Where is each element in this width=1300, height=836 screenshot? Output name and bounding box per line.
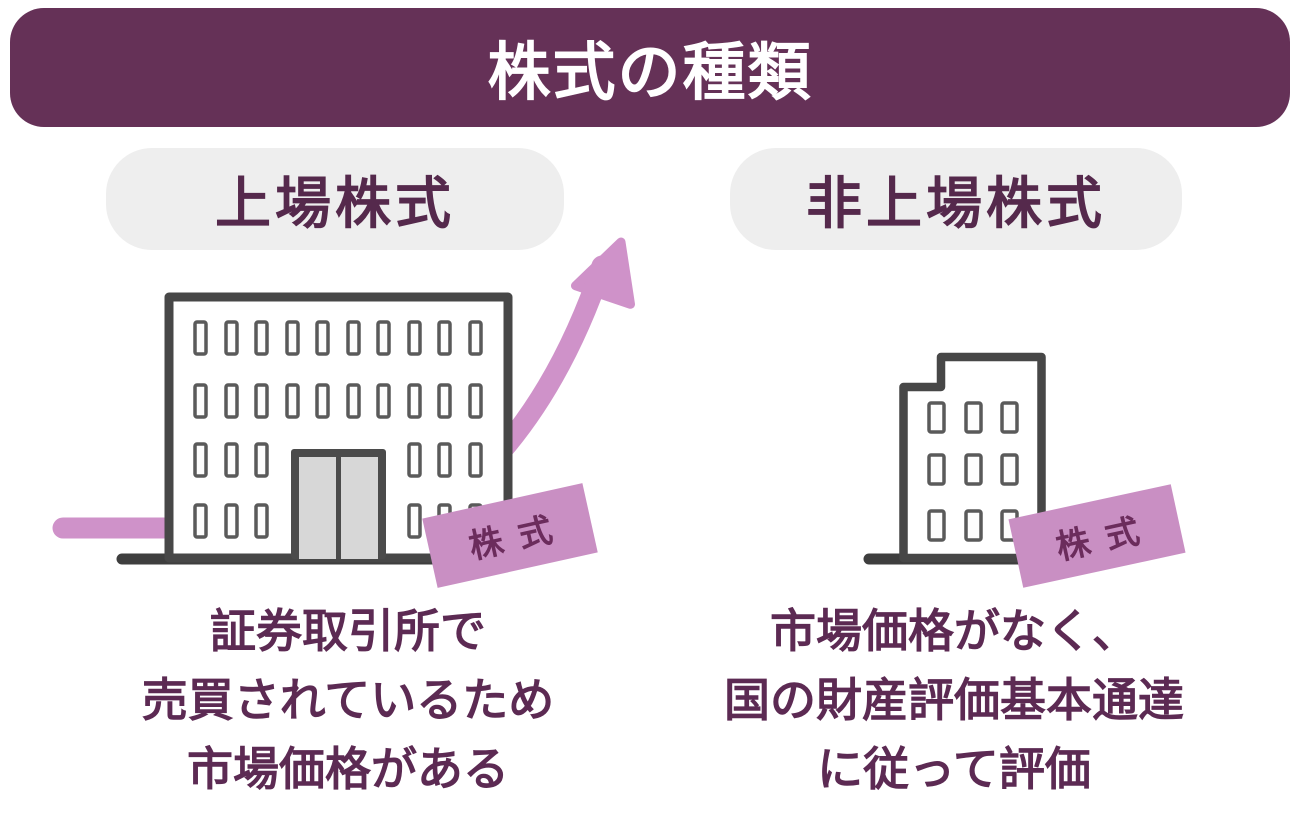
listed-stock-label-pill: 上場株式 [106,148,564,250]
caption-line: 市場価格がある [187,742,509,796]
unlisted-stock-certificate-tag: 株式 [1008,484,1186,588]
caption-line: 売買されているため [141,673,555,727]
unlisted-stock-label-pill: 非上場株式 [730,148,1182,250]
listed-tag-label: 株式 [465,506,572,568]
unlisted-tag-label: 株式 [1052,507,1159,568]
rising-arrow-icon [52,237,635,539]
caption-line: 証券取引所で [210,604,486,658]
door-icon [291,449,386,559]
unlisted-stock-label: 非上場株式 [806,171,1106,237]
page-title: 株式の種類 [487,36,813,109]
listed-stock-label: 上場株式 [215,171,455,237]
caption-line: 市場価格がなく、 [770,604,1138,658]
listed-stock-caption: 証券取引所で 売買されているため 市場価格がある [98,597,598,804]
unlisted-stock-caption: 市場価格がなく、 国の財産評価基本通達 に従って評価 [704,597,1204,804]
caption-line: に従って評価 [817,742,1091,796]
listed-stock-certificate-tag: 株式 [422,483,598,588]
title-banner: 株式の種類 [10,8,1290,127]
caption-line: 国の財産評価基本通達 [724,673,1184,727]
